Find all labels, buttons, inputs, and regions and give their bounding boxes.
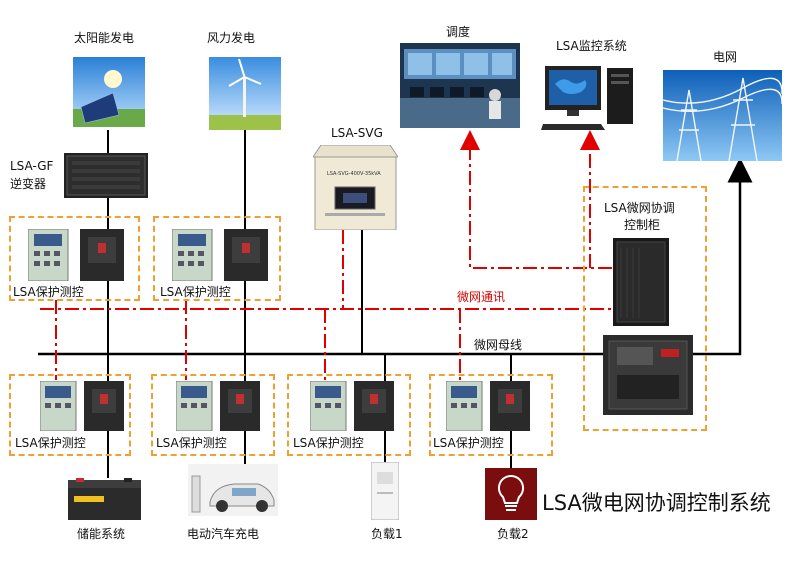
protection-device-6 — [446, 381, 530, 431]
protection-device-5 — [310, 381, 394, 431]
ev-label: 电动汽车充电 — [187, 527, 260, 541]
protection-box-4 — [151, 374, 275, 456]
inverter-label-2: 逆变器 — [10, 177, 47, 191]
protection-device-1 — [28, 229, 124, 281]
dispatch-label: 调度 — [446, 25, 471, 39]
monitor-system-image — [541, 64, 637, 130]
protection-label-1: LSA保护测控 — [13, 285, 84, 299]
cabinet-label-2: 控制柜 — [624, 218, 661, 232]
coordination-cabinet-box — [583, 186, 707, 431]
wind-label: 风力发电 — [207, 31, 256, 45]
protection-label-6: LSA保护测控 — [433, 436, 504, 450]
wind-turbine-image — [209, 57, 281, 130]
protection-label-5: LSA保护测控 — [293, 436, 364, 450]
protection-label-3: LSA保护测控 — [15, 436, 86, 450]
storage-label: 储能系统 — [77, 527, 126, 541]
inverter-label-1: LSA-GF — [10, 159, 54, 173]
dispatch-center-image — [400, 43, 520, 128]
protection-box-1 — [9, 216, 140, 301]
protection-box-2 — [153, 216, 281, 301]
protection-box-6 — [429, 374, 553, 456]
protection-device-2 — [172, 229, 268, 281]
monitor-label: LSA监控系统 — [556, 39, 627, 53]
protection-box-3 — [9, 374, 131, 456]
main-breaker-image — [603, 335, 693, 415]
protection-device-4 — [176, 381, 260, 431]
inverter-image — [64, 153, 148, 198]
coordination-cabinet-image — [613, 238, 669, 326]
svg-panel-text: LSA-SVG-400V-35kVA — [327, 171, 381, 177]
bus-label: 微网母线 — [474, 338, 523, 352]
load2-bulb-image — [485, 468, 537, 520]
protection-label-2: LSA保护测控 — [160, 285, 231, 299]
grid-label: 电网 — [713, 50, 738, 64]
load1-image — [371, 462, 399, 520]
solar-panel-image — [73, 57, 145, 127]
power-grid-image — [663, 70, 782, 161]
protection-label-4: LSA保护测控 — [156, 436, 227, 450]
system-title: LSA微电网协调控制系统 — [542, 491, 771, 515]
solar-label: 太阳能发电 — [74, 31, 135, 45]
protection-box-5 — [287, 374, 411, 456]
svg-label: LSA-SVG — [331, 126, 383, 140]
ev-charging-image — [188, 464, 278, 516]
protection-device-3 — [40, 381, 124, 431]
comm-label: 微网通讯 — [457, 290, 506, 304]
svg-cabinet-image: LSA-SVG-400V-35kVA — [313, 145, 398, 230]
load1-label: 负载1 — [371, 527, 403, 541]
cabinet-label-1: LSA微网协调 — [604, 201, 675, 215]
load2-label: 负载2 — [497, 527, 529, 541]
storage-battery-image — [68, 478, 141, 520]
